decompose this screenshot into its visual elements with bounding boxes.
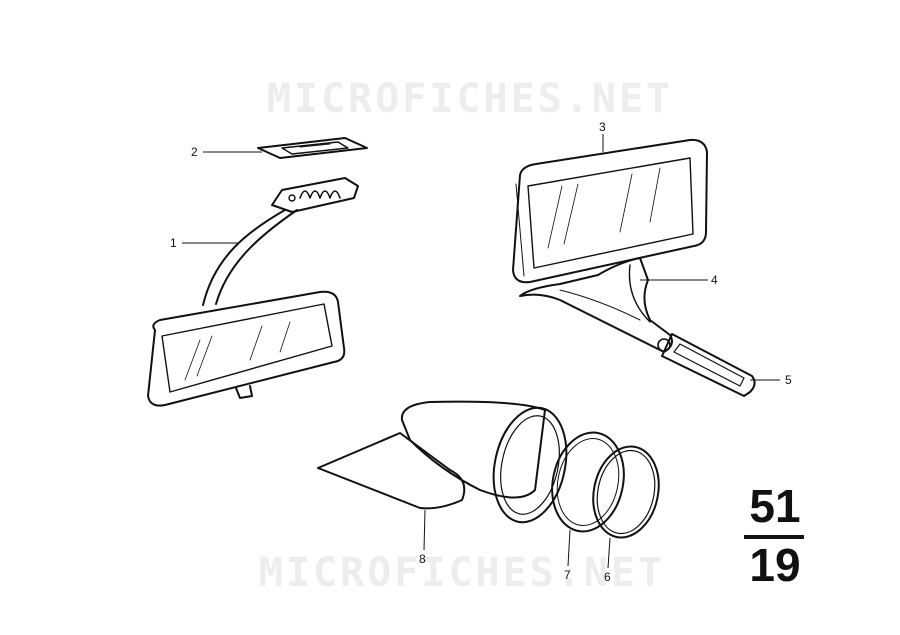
- page-number-minor: 19: [749, 539, 801, 591]
- part-mounting-plate: [257, 137, 368, 159]
- part-interior-mirror: [147, 177, 359, 407]
- watermark-bottom: MICROFICHES.NET: [258, 550, 666, 596]
- part-round-mirror: [317, 400, 660, 539]
- page-number-divider: [744, 535, 804, 539]
- callout-6: 6: [604, 570, 611, 584]
- callout-4: 4: [711, 273, 718, 287]
- callout-7: 7: [564, 568, 571, 582]
- callout-1: 1: [170, 236, 177, 250]
- callout-3: 3: [599, 120, 606, 134]
- callout-8: 8: [419, 552, 426, 566]
- leader-lines: [182, 134, 780, 569]
- part-exterior-mirror: [512, 138, 756, 397]
- page-number-major: 51: [749, 480, 801, 532]
- callout-5: 5: [785, 373, 792, 387]
- callout-2: 2: [191, 145, 198, 159]
- watermark-top: MICROFICHES.NET: [266, 76, 674, 122]
